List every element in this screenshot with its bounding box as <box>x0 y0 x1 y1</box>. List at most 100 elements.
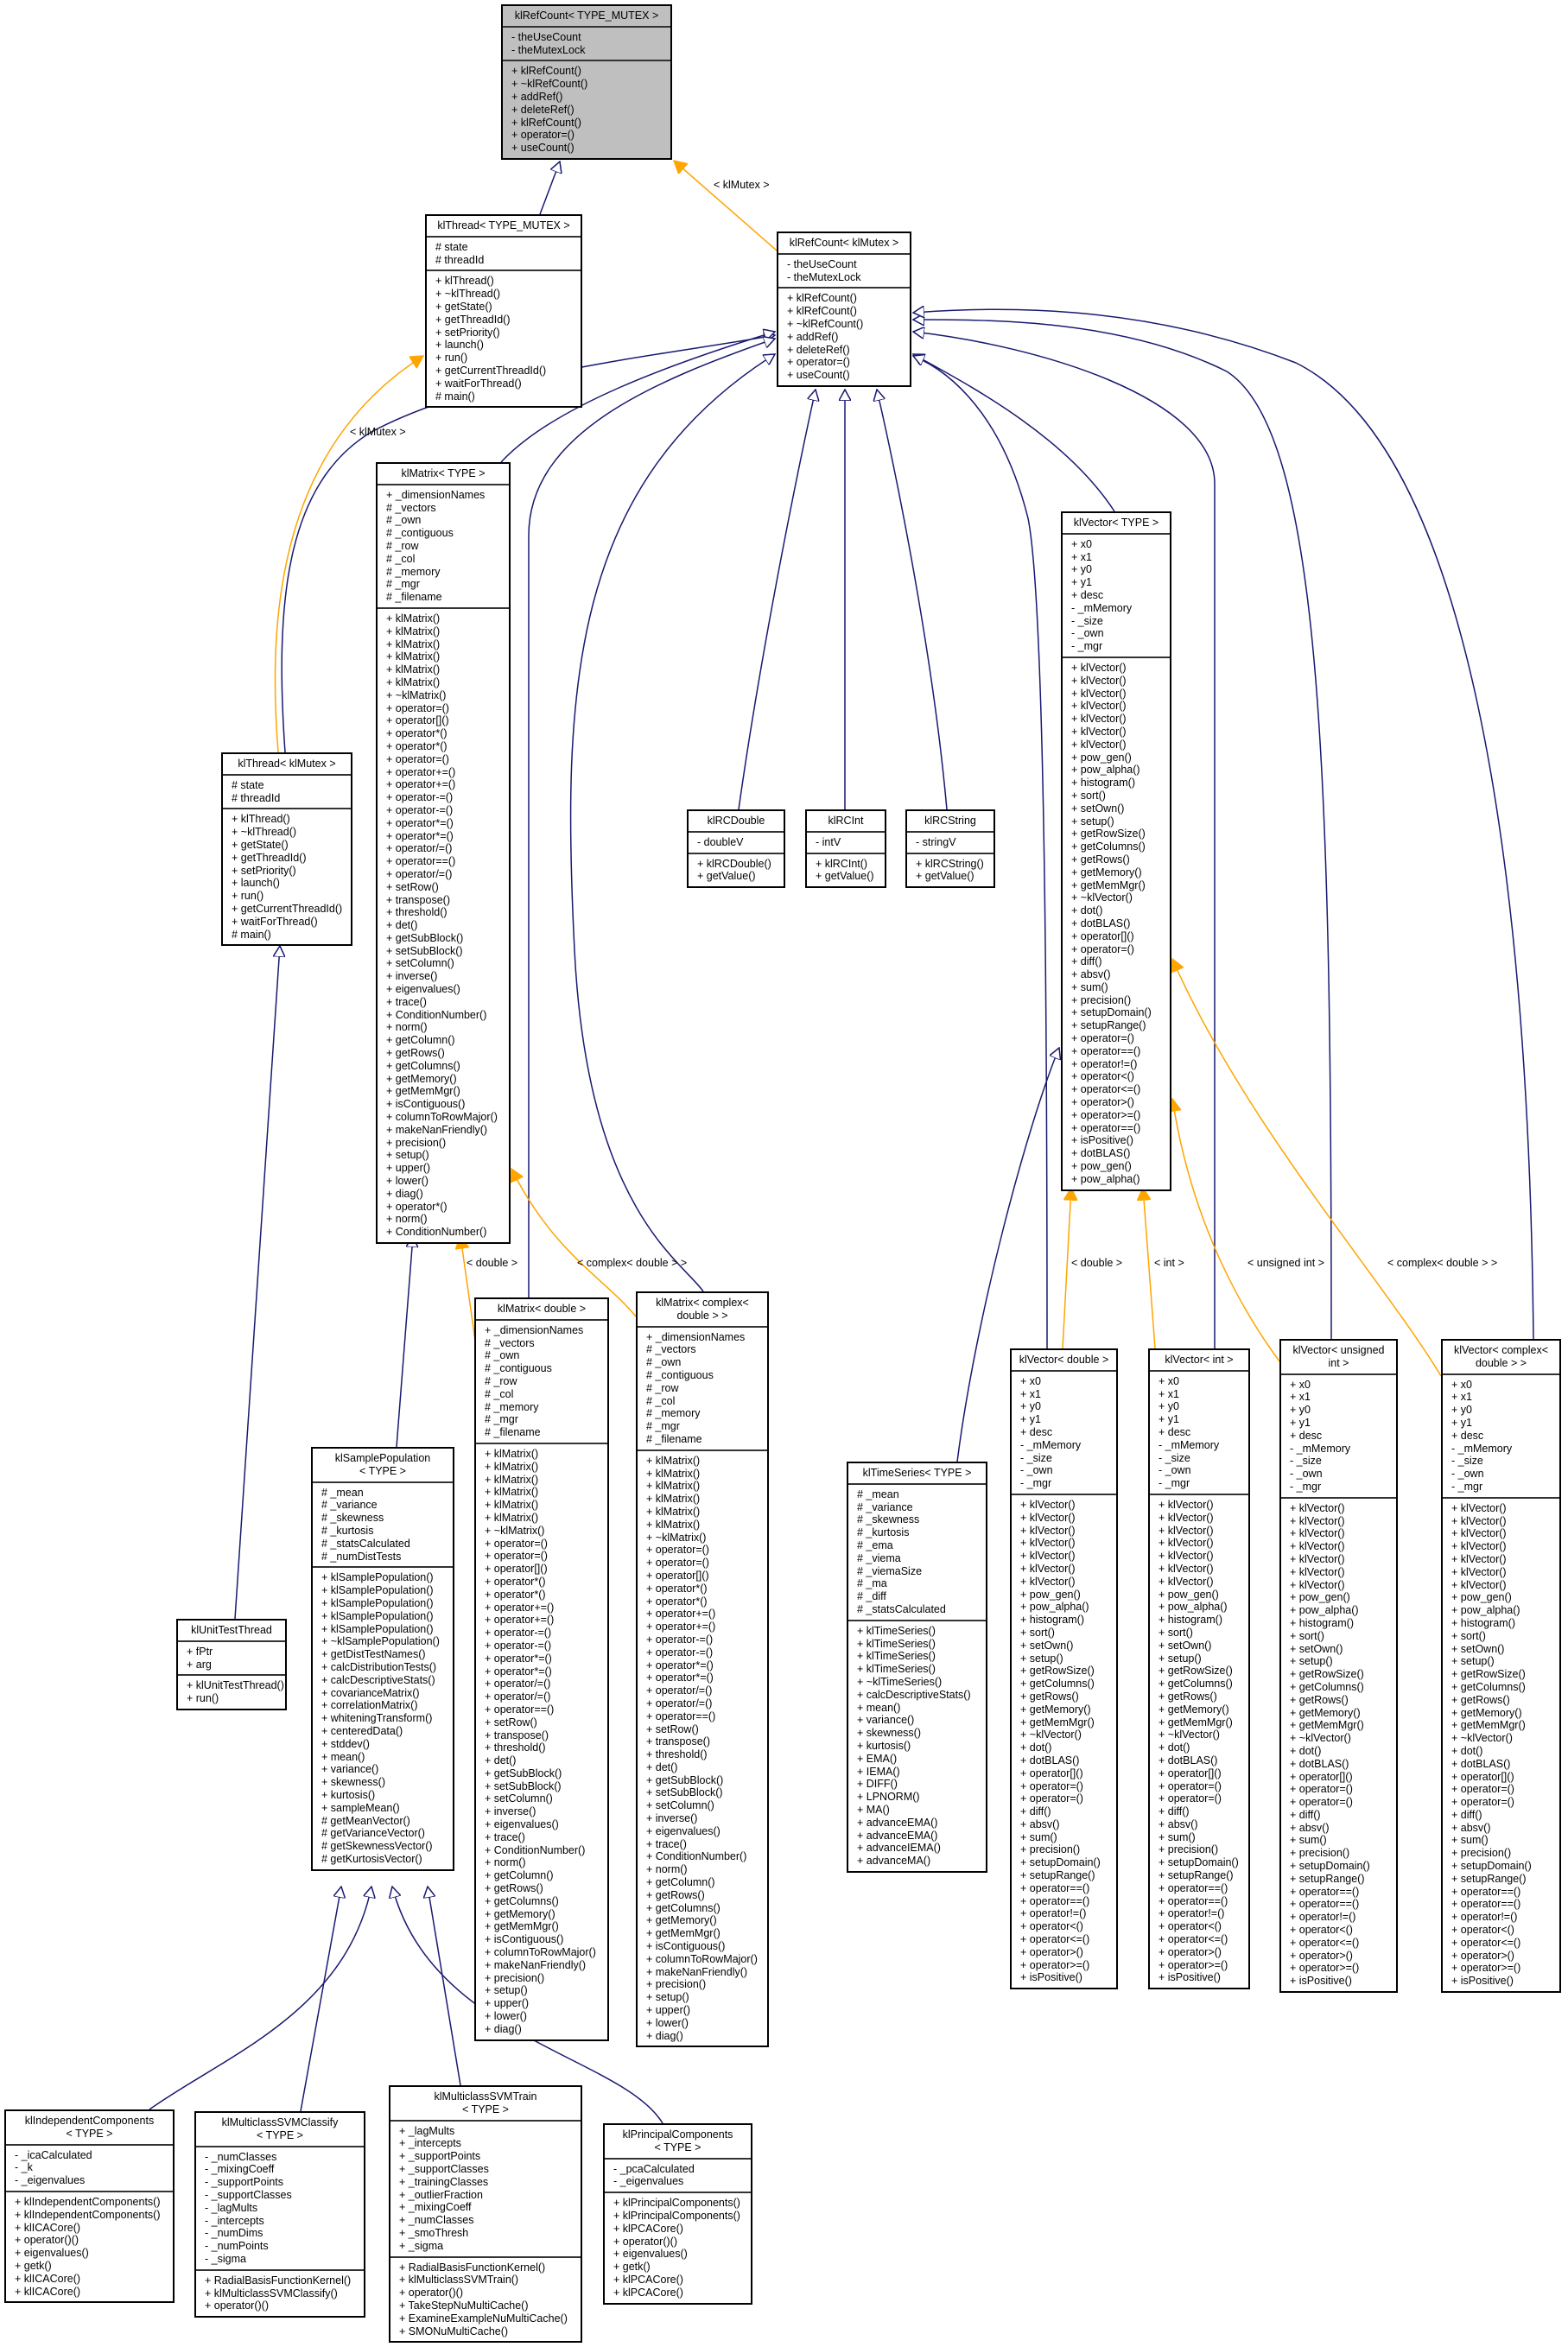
method-item[interactable]: + precision() <box>1451 1847 1512 1860</box>
method-item[interactable]: + getRowSize() <box>1451 1668 1526 1681</box>
attribute-item[interactable]: # _ema <box>857 1538 893 1551</box>
method-item[interactable]: + operator!=() <box>1159 1907 1225 1920</box>
method-item[interactable]: + norm() <box>386 1021 428 1034</box>
method-item[interactable]: + operator/=() <box>386 842 453 855</box>
method-item[interactable]: + getThreadId() <box>232 851 307 864</box>
method-item[interactable]: + getRows() <box>1020 1690 1079 1703</box>
method-item[interactable]: + klVector() <box>1451 1578 1507 1591</box>
method-item[interactable]: + operator!=() <box>1020 1907 1087 1920</box>
method-item[interactable]: + klPCACore() <box>613 2286 683 2299</box>
attribute-item[interactable]: # _memory <box>646 1407 701 1420</box>
method-item[interactable]: + klICACore() <box>15 2221 81 2234</box>
method-item[interactable]: + getRows() <box>1071 853 1130 866</box>
method-item[interactable]: + klTimeSeries() <box>857 1624 936 1637</box>
class-title[interactable]: klVector< TYPE > <box>1063 513 1170 535</box>
attribute-item[interactable]: - _mgr <box>1020 1477 1052 1490</box>
method-item[interactable]: + upper() <box>485 1997 530 2010</box>
method-item[interactable]: + ~klRefCount() <box>787 317 864 330</box>
attribute-item[interactable]: + y0 <box>1159 1400 1179 1413</box>
attribute-item[interactable]: + y1 <box>1071 576 1092 589</box>
attribute-item[interactable]: - _size <box>1290 1455 1322 1468</box>
attribute-item[interactable]: + _intercepts <box>399 2137 461 2150</box>
method-item[interactable]: + EMA() <box>857 1752 898 1765</box>
method-item[interactable]: + absv() <box>1020 1817 1060 1830</box>
method-item[interactable]: + operator=() <box>646 1557 709 1570</box>
method-item[interactable]: + setRow() <box>646 1722 699 1735</box>
attribute-item[interactable]: # _vectors <box>386 501 436 514</box>
method-item[interactable]: + setColumn() <box>386 957 454 970</box>
method-item[interactable]: + operator*=() <box>485 1652 552 1665</box>
method-item[interactable]: + operator-=() <box>646 1646 714 1659</box>
method-item[interactable]: + klPCACore() <box>613 2222 683 2235</box>
attribute-item[interactable]: - _mixingCoeff <box>205 2163 275 2176</box>
method-item[interactable]: + klVector() <box>1451 1540 1507 1553</box>
attribute-item[interactable]: - _mgr <box>1290 1480 1322 1493</box>
method-item[interactable]: + operator=() <box>386 701 449 714</box>
attribute-item[interactable]: + _trainingClasses <box>399 2175 489 2188</box>
class-title[interactable]: klRCInt <box>807 811 885 833</box>
method-item[interactable]: + waitForThread() <box>232 915 318 928</box>
method-item[interactable]: + dot() <box>1071 904 1103 917</box>
class-box-vector-int[interactable]: klVector< int >+ x0+ x1+ y0+ y1+ desc- _… <box>1148 1348 1250 1990</box>
method-item[interactable]: + klMatrix() <box>386 625 441 637</box>
method-item[interactable]: + getMemMgr() <box>1159 1716 1233 1729</box>
method-item[interactable]: + eigenvalues() <box>646 1824 721 1837</box>
method-item[interactable]: + dotBLAS() <box>1071 1147 1131 1160</box>
method-item[interactable]: + operator()() <box>205 2299 269 2312</box>
method-item[interactable]: + operator*=() <box>386 816 454 829</box>
attribute-item[interactable]: # _statsCalculated <box>857 1602 946 1615</box>
method-item[interactable]: + operator*() <box>646 1582 708 1595</box>
method-item[interactable]: + operator>=() <box>1071 1108 1141 1121</box>
method-item[interactable]: + getMemMgr() <box>646 1927 721 1940</box>
method-item[interactable]: + absv() <box>1451 1821 1491 1834</box>
attribute-item[interactable]: # _memory <box>386 565 441 578</box>
method-item[interactable]: + isPositive() <box>1071 1134 1133 1147</box>
method-item[interactable]: + operator-=() <box>485 1639 552 1652</box>
method-item[interactable]: + ConditionNumber() <box>386 1008 487 1021</box>
method-item[interactable]: + diff() <box>1451 1808 1482 1821</box>
method-item[interactable]: + diag() <box>646 2029 683 2042</box>
attribute-item[interactable]: - _supportPoints <box>205 2176 284 2189</box>
method-item[interactable]: + klVector() <box>1290 1514 1345 1527</box>
method-item[interactable]: + setupDomain() <box>1071 1006 1152 1019</box>
method-item[interactable]: + transpose() <box>485 1729 549 1741</box>
method-item[interactable]: + setOwn() <box>1159 1639 1212 1652</box>
method-item[interactable]: + dotBLAS() <box>1020 1754 1080 1767</box>
method-item[interactable]: + setupRange() <box>1451 1872 1527 1885</box>
method-item[interactable]: + norm() <box>646 1863 688 1876</box>
method-item[interactable]: + getColumn() <box>646 1876 715 1889</box>
method-item[interactable]: + ~klVector() <box>1451 1732 1513 1745</box>
method-item[interactable]: + getColumns() <box>1451 1680 1526 1693</box>
attribute-item[interactable]: # _col <box>485 1387 514 1400</box>
method-item[interactable]: + pow_alpha() <box>1290 1604 1359 1617</box>
attribute-item[interactable]: + x1 <box>1290 1391 1311 1404</box>
method-item[interactable]: + operator>() <box>1020 1945 1083 1958</box>
method-item[interactable]: + calcDistributionTests() <box>321 1660 437 1673</box>
method-item[interactable]: + isPositive() <box>1290 1975 1352 1988</box>
method-item[interactable]: + getSubBlock() <box>646 1773 724 1786</box>
method-item[interactable]: + operator*() <box>485 1575 546 1588</box>
method-item[interactable]: + lower() <box>386 1175 429 1188</box>
method-item[interactable]: + ~klMatrix() <box>386 688 447 701</box>
method-item[interactable]: + calcDescriptiveStats() <box>321 1673 435 1686</box>
method-item[interactable]: + pow_gen() <box>1290 1591 1350 1604</box>
attribute-item[interactable]: # state <box>232 778 264 791</box>
method-item[interactable]: + dot() <box>1290 1744 1322 1757</box>
attribute-item[interactable]: # _kurtosis <box>321 1524 374 1537</box>
method-item[interactable]: + sum() <box>1020 1830 1057 1843</box>
method-item[interactable]: + diff() <box>1290 1808 1321 1821</box>
method-item[interactable]: + covarianceMatrix() <box>321 1686 420 1699</box>
method-item[interactable]: + sort() <box>1071 789 1106 802</box>
attribute-item[interactable]: + desc <box>1451 1429 1484 1442</box>
method-item[interactable]: + setup() <box>1071 815 1114 828</box>
attribute-item[interactable]: + fPtr <box>187 1645 213 1658</box>
method-item[interactable]: + klTimeSeries() <box>857 1663 936 1676</box>
class-box-independent-components[interactable]: klIndependentComponents < TYPE >- _icaCa… <box>4 2109 175 2304</box>
method-item[interactable]: + dot() <box>1451 1744 1483 1757</box>
method-item[interactable]: + det() <box>485 1754 517 1767</box>
method-item[interactable]: + getRows() <box>485 1882 543 1895</box>
method-item[interactable]: + operator==() <box>1159 1881 1228 1894</box>
method-item[interactable]: + operator>=() <box>1451 1962 1521 1975</box>
method-item[interactable]: + operator<() <box>1071 1070 1134 1083</box>
method-item[interactable]: + getColumns() <box>1290 1680 1364 1693</box>
